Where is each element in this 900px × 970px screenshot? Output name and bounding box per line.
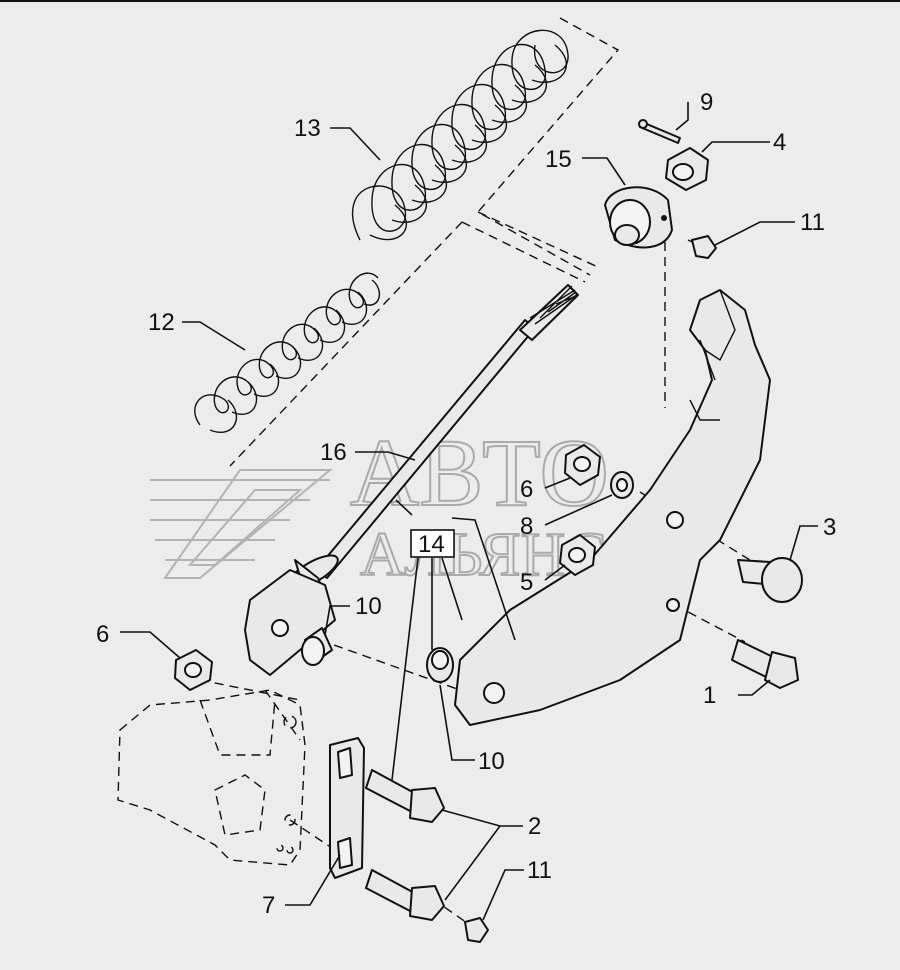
callout-4: 4: [773, 129, 786, 156]
spring-13: [352, 29, 569, 241]
bolt-2a: [365, 769, 445, 823]
bushing-10a: [301, 627, 333, 666]
callout-12: 12: [148, 309, 175, 336]
callout-5: 5: [520, 569, 533, 596]
bolt-2b: [365, 869, 445, 921]
lever-arm: [244, 569, 336, 676]
callout-2: 2: [528, 813, 541, 840]
rod-16: [287, 284, 579, 616]
callout-8: 8: [520, 513, 533, 540]
callout-16: 16: [320, 439, 347, 466]
bolt-1: [731, 639, 799, 689]
callout-11-bottom: 11: [527, 857, 552, 884]
callout-11-top: 11: [800, 209, 825, 236]
plate-7: [329, 737, 365, 879]
pin-3: [737, 557, 803, 603]
top-border: [0, 0, 900, 2]
bracket-15: [604, 186, 673, 249]
castle-nut-4: [665, 147, 709, 191]
callout-box-14: [410, 529, 455, 558]
callout-3: 3: [823, 514, 836, 541]
nut-6b: [174, 649, 213, 691]
washer-8: [610, 471, 634, 499]
callout-1: 1: [703, 682, 716, 709]
cotter-pin-9: [638, 119, 681, 144]
nut-6a: [564, 444, 601, 486]
callout-7: 7: [262, 892, 275, 919]
spring-12: [194, 272, 381, 433]
callout-15: 15: [545, 146, 572, 173]
leader-lines: [120, 102, 818, 921]
pedal-arm: [454, 289, 771, 726]
callout-10-upper: 10: [355, 593, 382, 620]
callout-13: 13: [294, 115, 321, 142]
pedal-housing: [117, 689, 306, 866]
nut-5: [559, 534, 596, 576]
bushing-10b: [426, 647, 454, 683]
grease-fitting-11a: [691, 235, 717, 259]
grease-fitting-11b: [464, 917, 489, 943]
callout-14: 14: [418, 531, 445, 558]
callout-10-lower: 10: [478, 748, 505, 775]
callout-6-left: 6: [96, 621, 109, 648]
callout-labels: 9 4 15 11 13 12 16 6 8 5 14 3 1 10 6 10 …: [96, 89, 836, 919]
callout-9: 9: [700, 89, 713, 116]
callout-6-right: 6: [520, 476, 533, 503]
